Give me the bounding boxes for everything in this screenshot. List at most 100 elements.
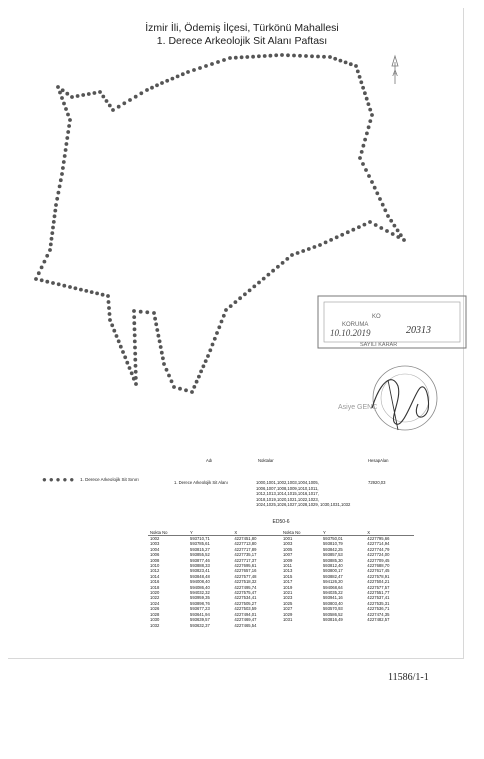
table-cell: 1028 [150,611,160,617]
boundary-dot [361,143,366,148]
table-cell: 593803,40 [322,600,343,606]
boundary-dot [132,315,137,319]
boundary-dot [111,108,115,112]
boundary-dot [133,345,137,350]
boundary-dot [312,245,317,249]
map-sheet [8,8,464,659]
boundary-dot [133,357,138,362]
table-cell: 4227551,77 [367,590,390,596]
boundary-dot [159,350,164,355]
boundary-dot [139,91,144,96]
table-cell: 4227505,27 [234,600,257,606]
boundary-dot [95,291,99,296]
boundary-dot [343,60,348,65]
boundary-dot [132,327,137,332]
boundary-dot [280,261,285,265]
boundary-dot [318,243,322,247]
table-cell: 4227744,79 [367,546,390,552]
legend-label: 1. Derece Arkeolojik Sit Sınırı [80,477,139,482]
info-name: 1. Derece Arkeolojik Sit Alanı [174,480,228,485]
map-legend: ●●●●● 1. Derece Arkeolojik Sit Sınırı [42,475,139,483]
boundary-dot [62,154,67,158]
boundary-dot [329,238,333,242]
table-cell: 1027 [282,606,293,612]
table-cell: 1020 [150,590,160,596]
boundary-dot [373,223,378,227]
table-cell [365,623,414,628]
boundary-dot [383,208,388,213]
boundary-dot [42,259,47,264]
table-cell: 4227534,41 [234,595,257,601]
boundary-dot [54,203,58,207]
boundary-dot [51,220,56,224]
boundary-dot [106,294,110,298]
seal-text: Asiye GENÇ [338,404,377,411]
table-cell: 593898,76 [189,600,210,606]
table-cell: 593710,71 [189,536,210,541]
table-cell: 4227518,32 [234,579,257,585]
boundary-dot [203,359,208,363]
map-subtitle: 1. Derece Arkeolojik Sit Alanı Paftası [156,35,328,47]
boundary-dot [65,91,70,96]
boundary-dot [162,362,166,366]
boundary-dot [154,322,159,327]
boundary-dot [122,101,127,106]
boundary-dot [228,304,233,308]
boundary-dot [199,369,204,374]
boundary-dot [359,80,364,85]
boundary-dot [48,242,53,247]
boundary-dot [262,54,267,58]
table-cell: 1003 [282,541,293,547]
boundary-dot [107,312,112,316]
boundary-dot [152,311,156,315]
col-header: Nokta No [148,529,188,536]
boundary-dot [221,313,226,318]
boundary-dot [101,94,106,99]
boundary-dot [116,104,121,109]
boundary-dot [133,369,138,374]
boundary-dot [190,390,194,394]
stamp-line3: SAYILI KARAR [360,342,397,348]
boundary-dot [129,371,134,376]
boundary-dot [219,319,224,324]
boundary-dot [370,113,374,117]
table-cell: 4227535,31 [367,600,390,606]
boundary-dot [68,118,72,122]
boundary-dot [370,180,374,184]
boundary-dot [39,265,44,270]
boundary-dot [359,150,364,154]
boundary-dot [39,278,44,283]
boundary-dot [261,276,266,281]
boundary-dot [79,287,83,292]
table-cell: 4227504,21 [367,579,390,585]
table-cell: 593885,30 [322,557,343,563]
table-cell: 4227735,17 [234,552,257,558]
boundary-dot [64,142,69,146]
table-cell: 593823,41 [189,568,210,574]
boundary-dot [172,385,176,389]
table-cell: 1009 [282,557,293,563]
table-cell: 1023 [282,595,293,601]
boundary-dot [150,85,154,90]
boundary-dot [45,279,50,284]
boundary-dot [257,54,261,59]
boundary-dot [292,53,296,58]
table-cell: 594032,32 [189,590,210,596]
boundary-dot [132,321,137,326]
table-cell: 1013 [282,568,293,574]
boundary-dot [145,310,150,315]
table-cell: 4227578,91 [367,573,390,579]
table-cell: 593639,57 [189,617,210,623]
boundary-dot [345,230,350,235]
table-cell: 1014 [150,573,160,579]
table-cell: 594008,40 [189,579,210,585]
table-cell: 4227717,37 [234,557,257,563]
table-cell: 1029 [282,611,293,617]
boundary-dot [132,333,137,338]
boundary-dot [333,56,338,61]
table-cell: 1007 [282,552,293,558]
